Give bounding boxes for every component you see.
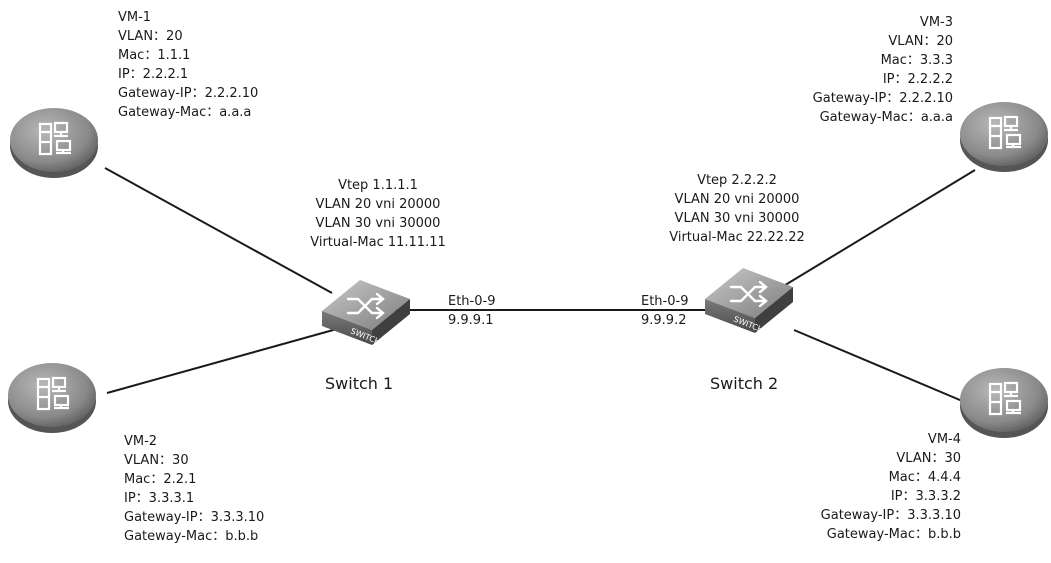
vm3-info: VM-3 VLAN：20 Mac：3.3.3 IP：2.2.2.2 Gatewa… xyxy=(813,13,953,127)
switch1-config: Vtep 1.1.1.1 VLAN 20 vni 20000 VLAN 30 v… xyxy=(298,176,458,252)
vm1-icon xyxy=(8,106,100,180)
switch2-port: Eth-0-9 9.9.9.2 xyxy=(641,292,688,330)
vm1-mac: Mac：1.1.1 xyxy=(118,48,191,63)
vm3-gateway-mac: Gateway-Mac：a.a.a xyxy=(819,110,953,125)
switch1-vtep: Vtep 1.1.1.1 xyxy=(338,178,418,193)
vm3-mac: Mac：3.3.3 xyxy=(880,53,953,68)
vm1-vlan: VLAN：20 xyxy=(118,29,183,44)
vm2-mac: Mac：2.2.1 xyxy=(124,472,197,487)
switch1-icon: SWITCH xyxy=(320,278,412,347)
vm4-gateway-mac: Gateway-Mac：b.b.b xyxy=(826,527,961,542)
vm1-gateway-ip: Gateway-IP：2.2.2.10 xyxy=(118,86,259,101)
switch1-port-ip: 9.9.9.1 xyxy=(448,313,494,328)
switch2-vlan30-vni: VLAN 30 vni 30000 xyxy=(674,211,800,226)
vm3-gateway-ip: Gateway-IP：2.2.2.10 xyxy=(812,91,953,106)
vm4-ip: IP：3.3.3.2 xyxy=(890,489,961,504)
switch2-label: Switch 2 xyxy=(710,374,779,393)
vm1-info: VM-1 VLAN：20 Mac：1.1.1 IP：2.2.2.1 Gatewa… xyxy=(118,8,258,122)
vm2-ip: IP：3.3.3.1 xyxy=(124,491,195,506)
link-switch2-vm3 xyxy=(776,169,976,291)
vm2-gateway-ip: Gateway-IP：3.3.3.10 xyxy=(124,510,265,525)
switch1-port: Eth-0-9 9.9.9.1 xyxy=(448,292,495,330)
switch2-vtep: Vtep 2.2.2.2 xyxy=(697,173,777,188)
vm3-ip: IP：2.2.2.2 xyxy=(882,72,953,87)
vm2-gateway-mac: Gateway-Mac：b.b.b xyxy=(124,529,259,544)
switch2-config: Vtep 2.2.2.2 VLAN 20 vni 20000 VLAN 30 v… xyxy=(657,171,817,247)
vm2-vlan: VLAN：30 xyxy=(124,453,189,468)
vm2-icon xyxy=(6,361,98,435)
vm3-name: VM-3 xyxy=(919,15,953,30)
vm4-gateway-ip: Gateway-IP：3.3.3.10 xyxy=(820,508,961,523)
link-vm2-switch1 xyxy=(106,326,345,394)
vm1-gateway-mac: Gateway-Mac：a.a.a xyxy=(118,105,252,120)
vm4-icon xyxy=(958,366,1050,440)
switch2-virtual-mac: Virtual-Mac 22.22.22 xyxy=(669,230,805,245)
link-switch2-vm4 xyxy=(793,329,968,404)
switch1-vlan20-vni: VLAN 20 vni 20000 xyxy=(315,197,441,212)
vm3-vlan: VLAN：20 xyxy=(888,34,953,49)
switch1-virtual-mac: Virtual-Mac 11.11.11 xyxy=(310,235,446,250)
vm4-info: VM-4 VLAN：30 Mac：4.4.4 IP：3.3.3.2 Gatewa… xyxy=(821,430,961,544)
switch1-port-name: Eth-0-9 xyxy=(448,294,496,309)
switch2-vlan20-vni: VLAN 20 vni 20000 xyxy=(674,192,800,207)
vm4-vlan: VLAN：30 xyxy=(896,451,961,466)
vm2-info: VM-2 VLAN：30 Mac：2.2.1 IP：3.3.3.1 Gatewa… xyxy=(124,432,264,546)
switch1-label: Switch 1 xyxy=(325,374,394,393)
switch2-icon: SWITCH xyxy=(703,266,795,335)
link-vm1-switch1 xyxy=(104,167,333,294)
vm2-name: VM-2 xyxy=(124,434,158,449)
vm4-mac: Mac：4.4.4 xyxy=(888,470,961,485)
switch1-vlan30-vni: VLAN 30 vni 30000 xyxy=(315,216,441,231)
links xyxy=(104,167,976,404)
vm1-ip: IP：2.2.2.1 xyxy=(118,67,189,82)
switch2-port-name: Eth-0-9 xyxy=(641,294,689,309)
vm4-name: VM-4 xyxy=(927,432,961,447)
vm3-icon xyxy=(958,100,1050,174)
switch2-port-ip: 9.9.9.2 xyxy=(641,313,687,328)
vm1-name: VM-1 xyxy=(118,10,152,25)
